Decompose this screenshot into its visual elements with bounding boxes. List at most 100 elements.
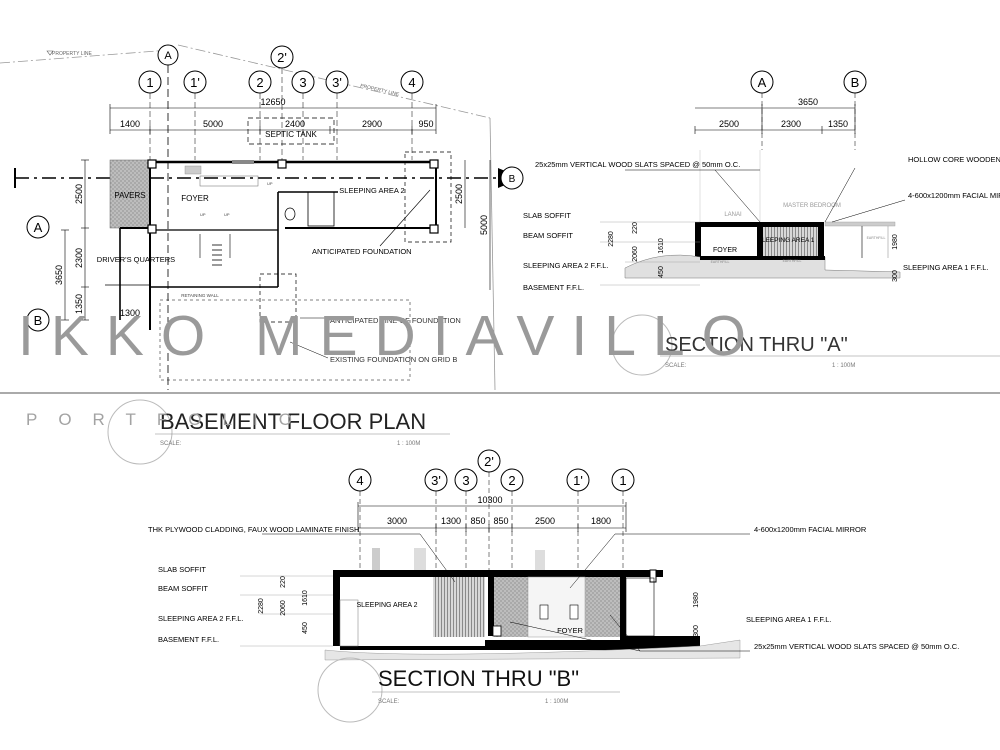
sec-a-dim-2500: 2500 (719, 119, 739, 129)
sec-a-title: SECTION THRU "A" (665, 334, 848, 356)
svg-text:B: B (509, 174, 516, 185)
note-anticipated-line: ANTICIPATED LINE OF FOUNDATION (330, 316, 461, 325)
svg-text:A: A (34, 220, 43, 235)
sec-b-scale-label: SCALE: (378, 699, 400, 705)
dim-2400: 2400 (285, 119, 305, 129)
sec-a-scale-label: SCALE: (665, 363, 687, 369)
svg-text:3': 3' (332, 75, 342, 90)
sec-a-note-ledge: HOLLOW CORE WOODEN LEDGE W/ VALANCE LIGH… (908, 155, 1000, 164)
svg-text:2280: 2280 (608, 231, 615, 247)
svg-text:1': 1' (573, 473, 583, 488)
svg-text:2280: 2280 (258, 598, 265, 614)
sec-a-room-sleeping-1: SLEEPING AREA 1 (758, 237, 815, 244)
sec-a-earthfill-1: EARTHFILL (711, 260, 730, 264)
room-retaining-wall: RETAINING WALL (181, 293, 219, 298)
sec-a-earthfill-3: EARTHFILL (867, 236, 886, 240)
note-existing-foundation: EXISTING FOUNDATION ON GRID B (330, 355, 457, 364)
section-b: 4 3' 3 2' 2 1' 1 10300 3000 1300 850 850… (148, 449, 959, 723)
sec-b-level-slab: SLAB SOFFIT (158, 565, 206, 574)
plan-dims-right: 2500 5000 (454, 160, 491, 290)
sec-a-room-master-bedroom: MASTER BEDROOM (783, 203, 841, 209)
dim-overall: 12650 (260, 97, 285, 107)
sec-a-title-circle (611, 314, 673, 376)
plan-grid-bubbles: 1 1' 2 2' 3 3' 4 (138, 45, 424, 94)
plan-title-circle (107, 399, 173, 465)
section-a-grid-A: A (750, 70, 774, 94)
up-label-3: UP (224, 212, 230, 217)
section-a: A B 3650 2500 2300 1350 LANAI (523, 70, 1000, 376)
svg-text:1610: 1610 (302, 590, 309, 606)
section-a-body (624, 150, 901, 279)
svg-text:1980: 1980 (892, 234, 899, 250)
sec-a-level-beam: BEAM SOFFIT (523, 231, 573, 240)
section-a-grid-B: B (843, 70, 867, 94)
svg-text:B: B (34, 313, 43, 328)
svg-text:1610: 1610 (658, 238, 665, 254)
svg-text:2500: 2500 (454, 184, 464, 204)
sec-a-level-slab: SLAB SOFFIT (523, 211, 571, 220)
svg-text:1350: 1350 (74, 294, 84, 314)
grid-bubble-1p: 1' (183, 70, 207, 94)
sec-b-grid-2: 2 (500, 468, 524, 492)
sec-b-dim-1800: 1800 (591, 516, 611, 526)
property-line-label: PROPERTY LINE (52, 51, 92, 57)
sec-b-grid-2p: 2' (477, 449, 501, 473)
sec-b-level-sleeping-2: SLEEPING AREA 2 F.F.L. (158, 614, 243, 623)
sec-b-title-circle (317, 657, 383, 723)
svg-text:3650: 3650 (54, 265, 64, 285)
sec-b-dim-1300: 1300 (441, 516, 461, 526)
sec-a-dim-1350: 1350 (828, 119, 848, 129)
svg-text:2300: 2300 (74, 248, 84, 268)
svg-text:A: A (164, 50, 172, 62)
sec-b-title: SECTION THRU "B" (378, 666, 579, 691)
sec-b-note-mirror: 4-600x1200mm FACIAL MIRROR (754, 525, 867, 534)
sec-a-earthfill-2: EARTHFILL (783, 259, 802, 263)
room-foyer: FOYER (181, 194, 209, 203)
svg-text:2060: 2060 (632, 246, 639, 262)
svg-text:A: A (758, 75, 767, 90)
svg-text:4: 4 (356, 473, 363, 488)
svg-text:3': 3' (431, 473, 441, 488)
grid-bubble-B-left: B (26, 308, 50, 332)
sec-b-grid-1: 1 (611, 468, 635, 492)
dim-2900: 2900 (362, 119, 382, 129)
property-line-label-2: PROPERTY LINE (360, 83, 401, 98)
sec-a-room-lanai: LANAI (724, 212, 742, 218)
svg-text:3: 3 (299, 75, 306, 90)
grid-bubble-3p: 3' (325, 70, 349, 94)
sec-a-dim-overall: 3650 (798, 97, 818, 107)
septic-tank-outline (247, 117, 335, 145)
grid-bubble-A-top: A (157, 44, 179, 390)
up-label-2: UP (200, 212, 206, 217)
sec-b-grid-4: 4 (348, 468, 372, 492)
section-b-notes: THK PLYWOOD CLADDING, FAUX WOOD LAMINATE… (148, 525, 959, 652)
sec-b-note-slats: 25x25mm VERTICAL WOOD SLATS SPACED @ 50m… (754, 642, 959, 651)
watermark-portfolio: PORTFOLIO (26, 410, 313, 429)
sec-b-dim-850b: 850 (493, 516, 508, 526)
grid-bubble-A-left: A (26, 215, 50, 239)
svg-text:300: 300 (693, 625, 700, 637)
up-label-1: UP (267, 181, 273, 186)
sec-b-dim-2500: 2500 (535, 516, 555, 526)
sec-b-grid-1p: 1' (566, 468, 590, 492)
sec-a-dim-2300: 2300 (781, 119, 801, 129)
floor-plan: PROPERTY LINE PROPERTY LINE A 1 1' 2 2' … (0, 44, 524, 465)
svg-text:2': 2' (277, 50, 287, 65)
sec-a-room-foyer: FOYER (713, 247, 737, 254)
room-septic-tank: SEPTIC TANK (265, 130, 317, 139)
sec-b-grid-3: 3 (454, 468, 478, 492)
svg-text:1': 1' (190, 75, 200, 90)
sec-b-room-foyer: FOYER (557, 626, 583, 635)
sec-a-level-sleeping-2: SLEEPING AREA 2 F.F.L. (523, 261, 608, 270)
plan-scale-label: SCALE: (160, 441, 182, 447)
plan-dimensions: 12650 1400 5000 2400 2900 950 (109, 97, 437, 134)
sec-b-level-sleeping-1: SLEEPING AREA 1 F.F.L. (746, 615, 831, 624)
svg-text:300: 300 (892, 270, 899, 282)
plan-scale-value: 1 : 100M (397, 441, 420, 447)
grid-bubble-1: 1 (138, 70, 162, 94)
plan-dims-left: 2500 2300 3650 1350 1300 (54, 159, 140, 321)
sec-a-level-sleeping-1: SLEEPING AREA 1 F.F.L. (903, 263, 988, 272)
sec-a-scale-value: 1 : 100M (832, 363, 855, 369)
sec-b-dim-3000: 3000 (387, 516, 407, 526)
